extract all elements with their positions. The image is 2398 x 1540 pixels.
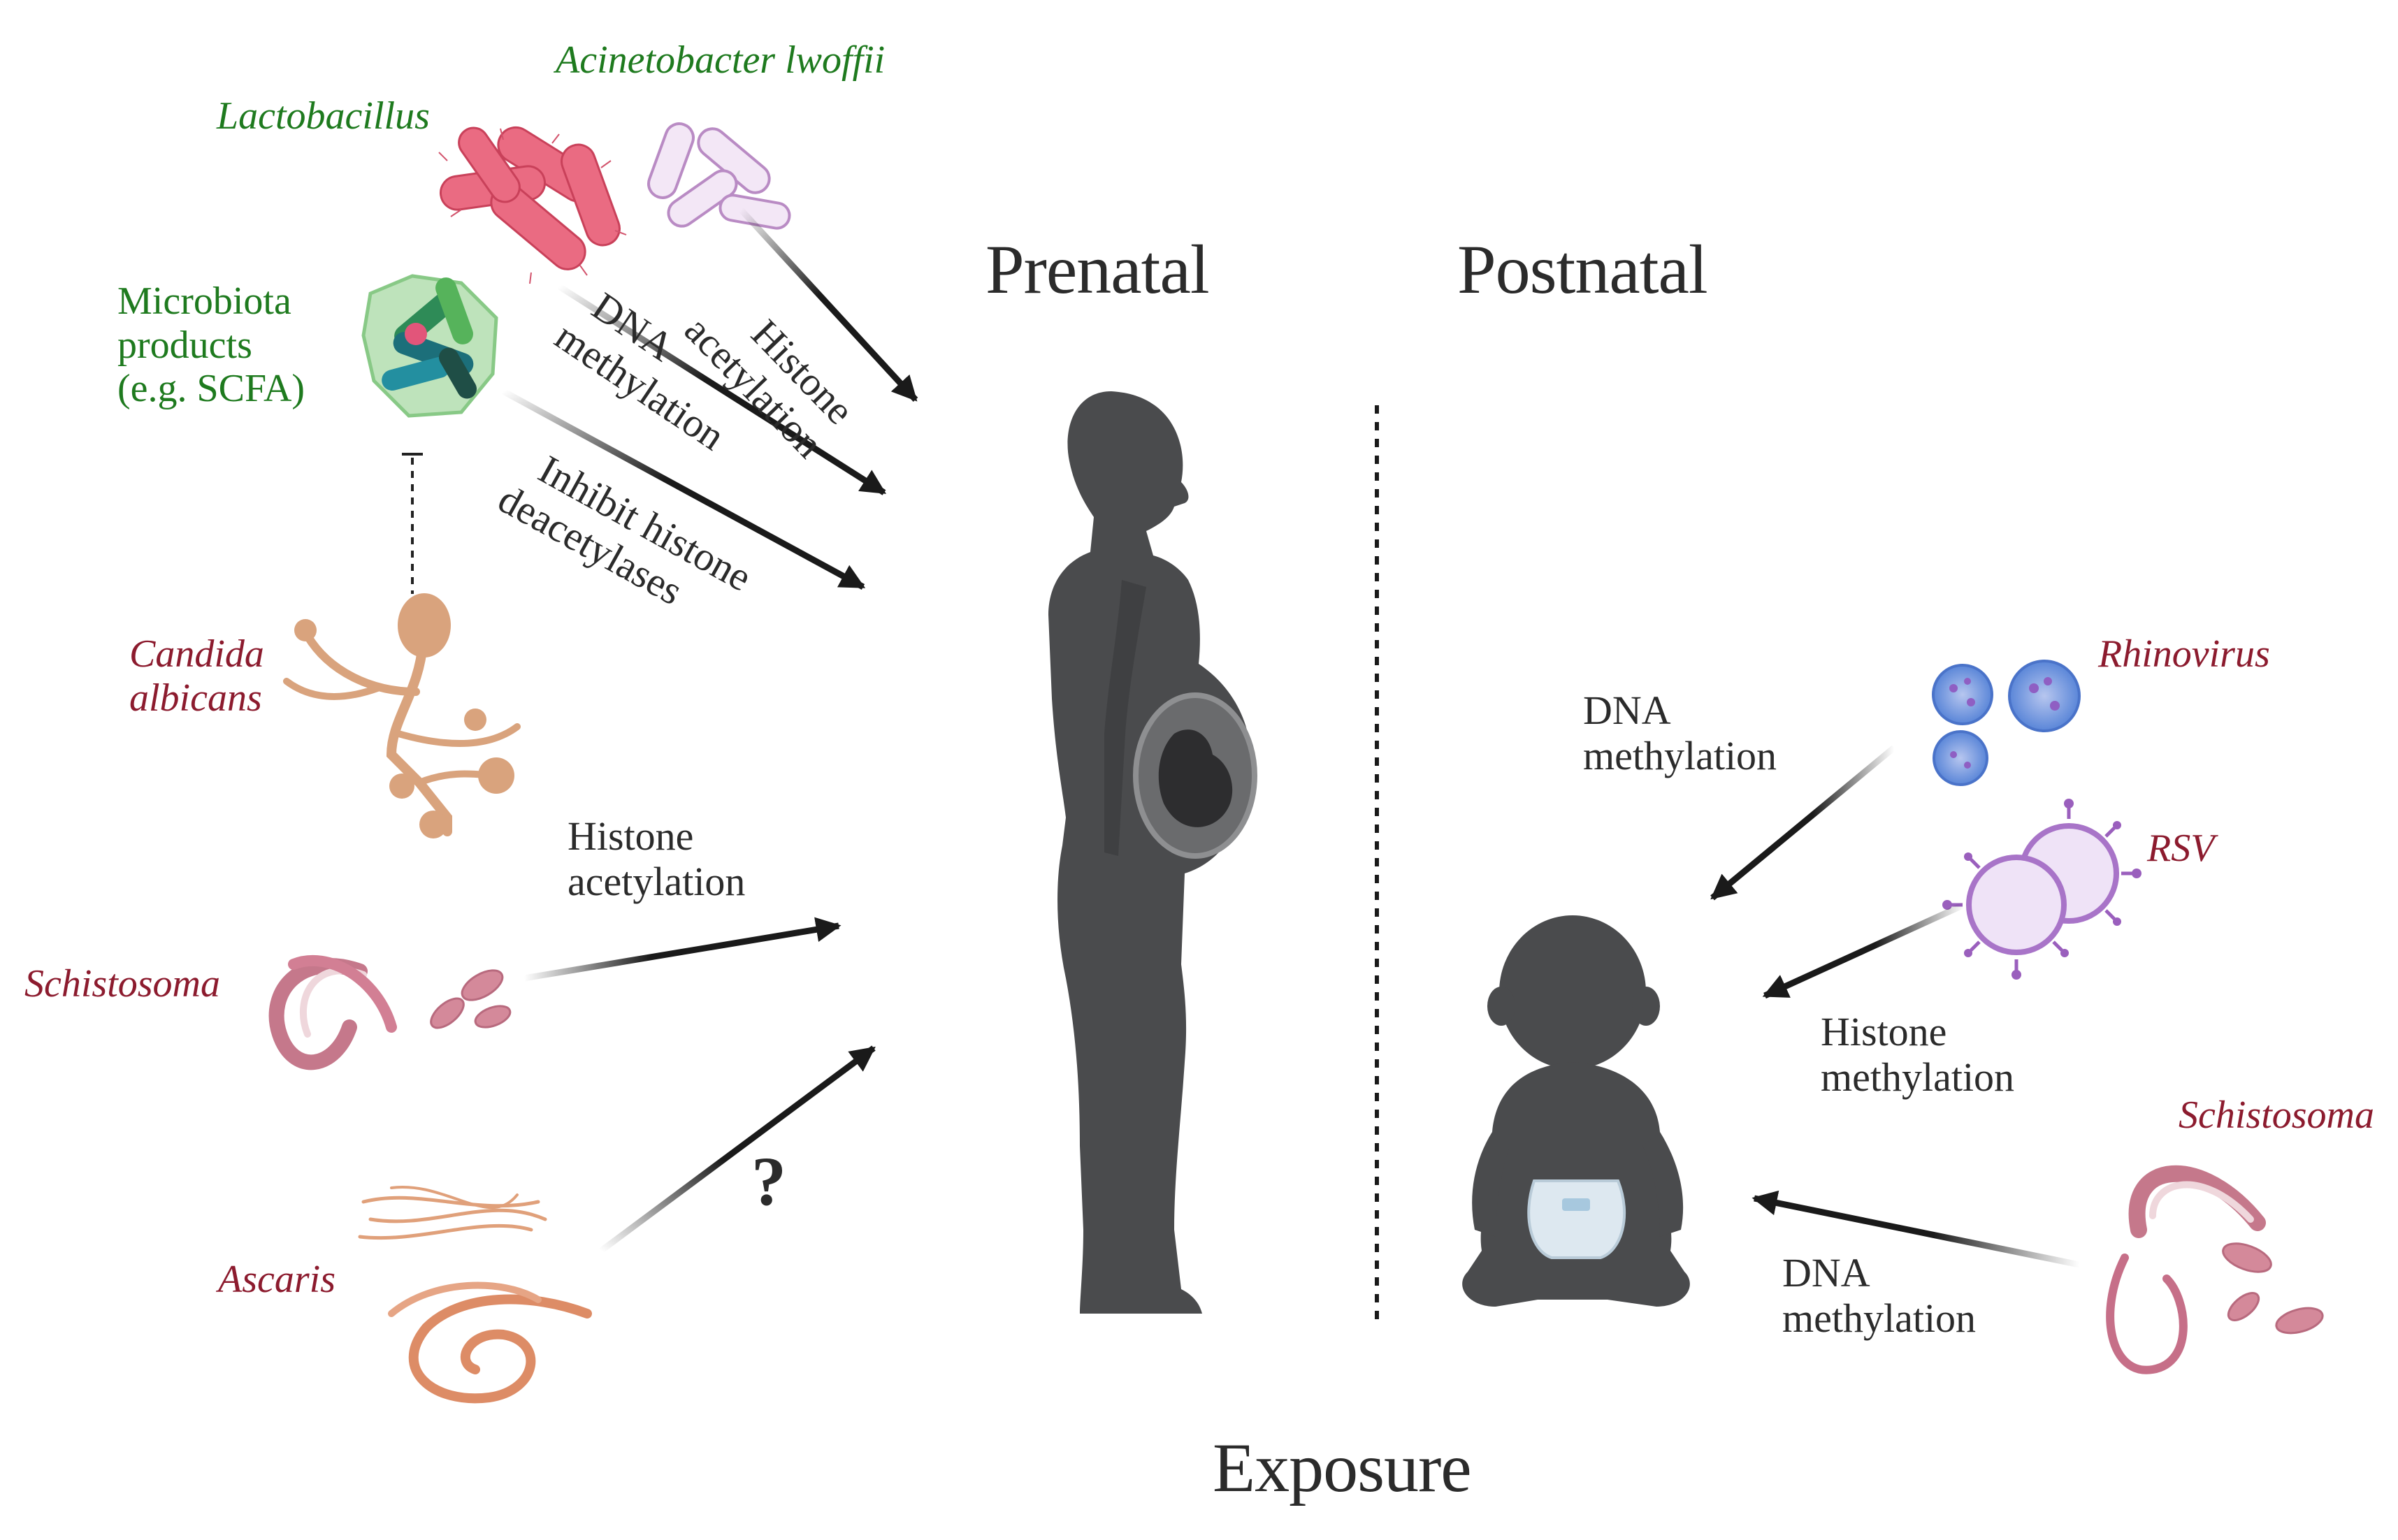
schistosoma-prenatal-icon — [268, 954, 512, 1070]
rhinovirus-mechanism-line1: DNA — [1583, 688, 1671, 733]
microbiota-label-line3: (e.g. SCFA) — [117, 367, 305, 411]
rsv-mechanism-line2: methylation — [1821, 1054, 2015, 1100]
lactobacillus-label: Lactobacillus — [217, 94, 430, 138]
ascaris-unknown-mechanism-label: ? — [751, 1142, 786, 1220]
rhinovirus-mechanism-line2: methylation — [1583, 732, 1777, 778]
candida-label: Candida albicans — [129, 632, 264, 720]
schisto-prenatal-mechanism-line2: acetylation — [568, 858, 746, 904]
schisto-postnatal-mechanism-label: DNA methylation — [1782, 1250, 1977, 1342]
schistosoma-prenatal-label: Schistosoma — [24, 962, 220, 1005]
baby-icon — [1462, 915, 1690, 1307]
arrow-ascaris-unknown — [599, 1045, 876, 1254]
schisto-postnatal-mechanism-line2: methylation — [1782, 1295, 1977, 1341]
schisto-postnatal-mechanism-line1: DNA — [1782, 1250, 1870, 1295]
candida-albicans-icon — [283, 593, 521, 838]
arrow-acinetobacter-histone-acetylation — [738, 207, 918, 402]
microbiota-label: Microbiota products (e.g. SCFA) — [117, 279, 305, 411]
rhinovirus-icon — [1932, 660, 2081, 786]
prenatal-heading: Prenatal — [985, 231, 1210, 308]
acinetobacter-icon — [647, 122, 791, 230]
arrow-rsv-histone-methylation — [1762, 901, 1965, 999]
arrows — [501, 207, 2080, 1268]
rsv-label: RSV — [2147, 827, 2215, 870]
microbiota-label-line1: Microbiota — [117, 279, 291, 323]
exposure-heading: Exposure — [1213, 1429, 1472, 1506]
arrow-microbiota-inhibit-hdac — [501, 388, 866, 590]
arrow-schistosoma-histone-acetylation — [523, 917, 842, 982]
microbiota-label-line2: products — [117, 323, 252, 367]
acinetobacter-label: Acinetobacter lwoffii — [556, 38, 886, 82]
candida-label-line1: Candida — [129, 632, 264, 676]
arrow-rhinovirus-dna-methylation — [1710, 745, 1896, 901]
schistosoma-postnatal-icon — [2106, 1165, 2324, 1374]
rhinovirus-label: Rhinovirus — [2098, 632, 2270, 676]
arrow-lactobacillus-dna-methylation — [557, 284, 887, 495]
diaper-icon — [1527, 1179, 1626, 1259]
microbiota-products-icon — [361, 274, 498, 418]
schisto-prenatal-mechanism-label: Histone acetylation — [568, 813, 746, 905]
rhinovirus-mechanism-label: DNA methylation — [1583, 688, 1777, 779]
lactobacillus-icon — [438, 126, 627, 284]
ascaris-icon — [358, 1186, 592, 1404]
fetus-icon — [1133, 692, 1257, 859]
inhibition-line — [402, 453, 423, 594]
rsv-mechanism-line1: Histone — [1821, 1009, 1947, 1054]
rsv-mechanism-label: Histone methylation — [1821, 1009, 2015, 1100]
schisto-prenatal-mechanism-line1: Histone — [568, 813, 694, 859]
pregnant-woman-icon — [1048, 391, 1257, 1314]
postnatal-heading: Postnatal — [1457, 231, 1708, 308]
ascaris-label: Ascaris — [218, 1258, 335, 1301]
arrow-schistosoma-dna-methylation — [1751, 1190, 2080, 1268]
rsv-icon — [1942, 799, 2141, 980]
candida-label-line2: albicans — [129, 676, 262, 720]
schistosoma-postnatal-label: Schistosoma — [2179, 1094, 2374, 1137]
